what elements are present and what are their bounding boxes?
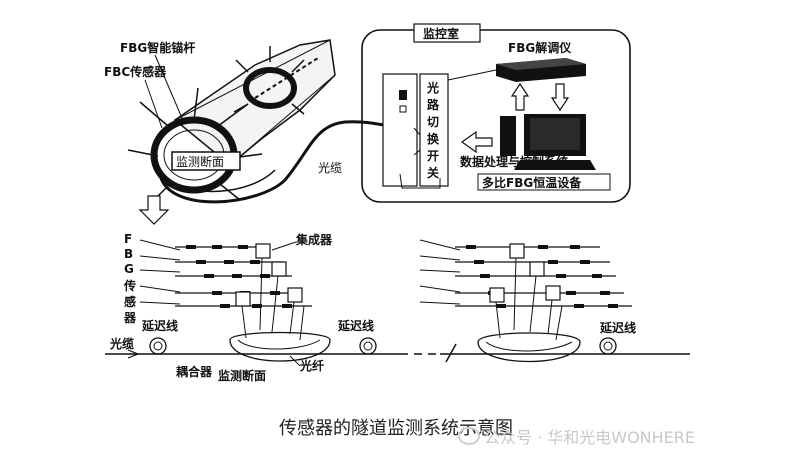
cable-label-top: 光缆 (318, 161, 342, 175)
demodulator-label: FBG解调仪 (508, 40, 572, 55)
svg-text:B: B (124, 247, 133, 261)
fbc-sensor-label: FBC传感器 (104, 64, 167, 79)
svg-text:传: 传 (123, 278, 136, 293)
data-flow-arrows (460, 82, 570, 154)
svg-text:器: 器 (123, 311, 137, 325)
watermark-text: 公众号 · 华和光电WONHERE (484, 428, 696, 447)
svg-text:路: 路 (427, 97, 440, 112)
integrator-label: 集成器 (295, 232, 333, 247)
svg-text:开: 开 (427, 149, 439, 163)
control-room-label: 监控室 (423, 26, 459, 41)
sensor-network-right (419, 239, 632, 363)
fbg-sensor-vertical-label: F B G 传 感 器 (123, 232, 137, 325)
monitor-section-label-top: 监测断面 (176, 154, 224, 169)
svg-text:G: G (124, 262, 134, 276)
down-arrow-icon (138, 195, 170, 225)
monitor-section-label-bottom: 监测断面 (218, 368, 266, 383)
svg-text:关: 关 (427, 165, 439, 180)
figure-caption: 传感器的隧道监测系统示意图 (279, 418, 513, 439)
thermostat-label: 多比FBG恒温设备 (482, 175, 582, 190)
wechat-icon (458, 427, 480, 445)
coupler-label: 耦合器 (176, 364, 213, 379)
delay-line-label-1: 延迟线 (141, 318, 178, 333)
fbg-anchor-label: FBG智能锚杆 (120, 40, 195, 55)
fbg-demodulator (496, 58, 586, 82)
watermark: 公众号 · 华和光电WONHERE (458, 424, 695, 448)
switch-vertical-label: 光 路 切 换 开 关 (426, 80, 440, 180)
data-system-label: 数据处理与控制系统 (460, 154, 568, 169)
optical-switch (382, 73, 449, 189)
fiber-label: 光纤 (299, 358, 324, 373)
delay-line-label-3: 延迟线 (599, 320, 636, 335)
svg-text:F: F (124, 232, 132, 246)
computer-icon (500, 114, 596, 170)
tunnel-illustration (127, 39, 416, 205)
cable-label-bottom: 光缆 (109, 336, 134, 351)
svg-text:感: 感 (124, 294, 136, 309)
delay-line-label-2: 延迟线 (337, 318, 374, 333)
svg-text:光: 光 (426, 80, 439, 95)
svg-text:换: 换 (427, 131, 440, 146)
sensor-network-left (105, 239, 690, 363)
svg-text:切: 切 (427, 115, 439, 129)
control-room-box (361, 23, 631, 203)
